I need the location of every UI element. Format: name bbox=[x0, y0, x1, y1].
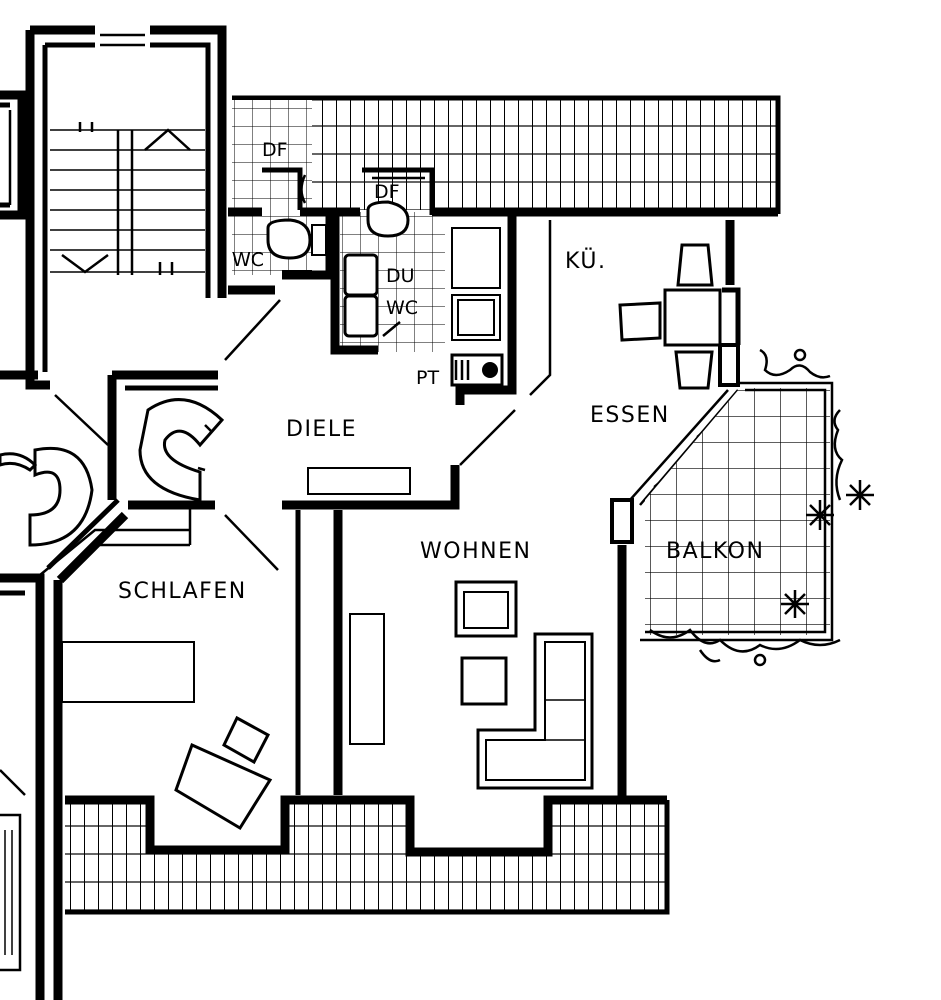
label-wohnen: WOHNEN bbox=[420, 539, 531, 564]
sofa bbox=[476, 632, 594, 790]
neighbour-walls bbox=[0, 90, 63, 1000]
bedroom bbox=[61, 641, 273, 831]
label-wc-1: WC bbox=[232, 249, 264, 271]
roof-slope-bottom bbox=[65, 795, 670, 915]
label-balkon: BALKON bbox=[666, 539, 764, 564]
balcony bbox=[610, 348, 874, 800]
plant-decoration bbox=[649, 348, 874, 667]
label-diele: DIELE bbox=[286, 417, 357, 442]
door-swing-left bbox=[0, 398, 225, 547]
label-du: DU bbox=[386, 265, 415, 287]
label-essen: ESSEN bbox=[590, 403, 670, 428]
kitchen-dining bbox=[529, 220, 741, 506]
label-kueche: KÜ. bbox=[565, 248, 606, 274]
dining-table bbox=[618, 243, 722, 390]
staircase bbox=[25, 25, 227, 390]
armchair bbox=[454, 580, 518, 638]
living-room bbox=[349, 580, 594, 790]
roof-slope-top bbox=[232, 95, 781, 217]
bathroom-block bbox=[228, 100, 517, 405]
label-schlafen: SCHLAFEN bbox=[118, 579, 247, 604]
label-df-2: DF bbox=[374, 181, 400, 203]
label-pt: PT bbox=[416, 367, 439, 389]
label-df-1: DF bbox=[262, 139, 288, 161]
hallway bbox=[0, 299, 516, 795]
desk bbox=[174, 715, 273, 831]
room-labels: DF DF WC DU WC PT KÜ. ESSEN DIELE WOHNEN… bbox=[118, 139, 764, 604]
label-wc-2: WC bbox=[386, 297, 418, 319]
